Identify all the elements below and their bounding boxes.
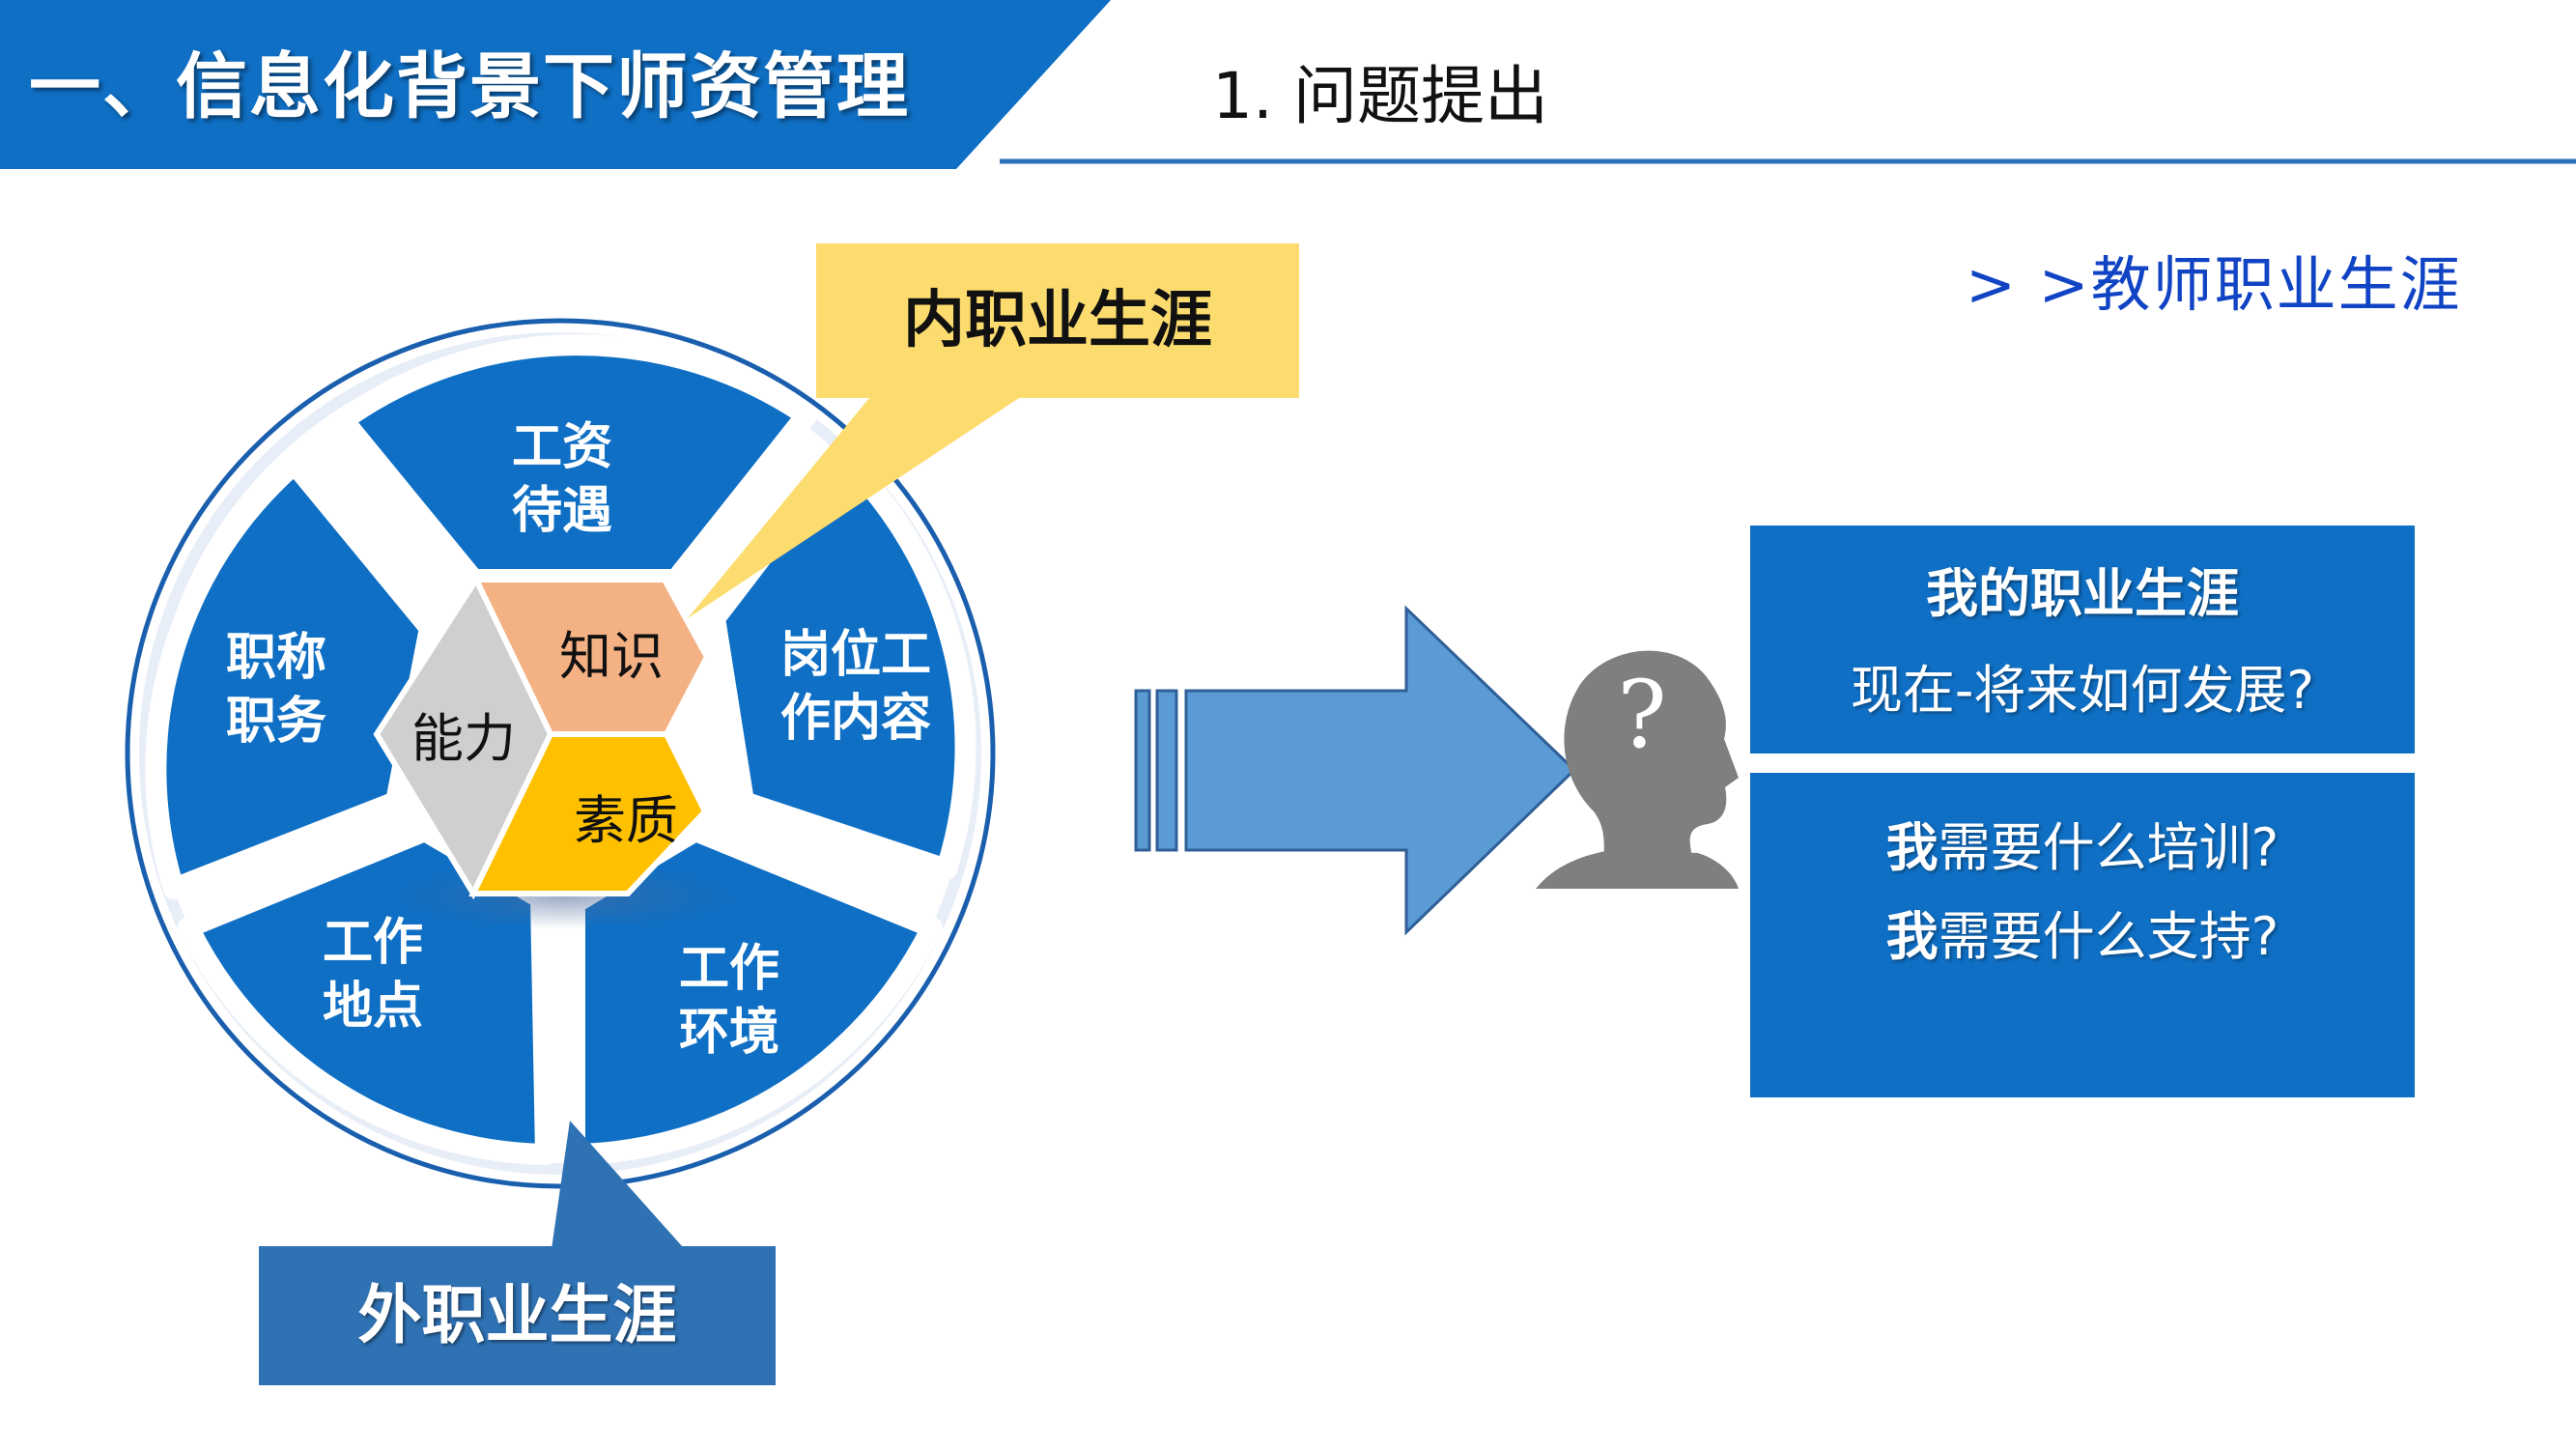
- subtopic-link[interactable]: > >教师职业生涯: [1966, 249, 2462, 320]
- inner-career-callout: [816, 243, 1299, 398]
- cube-label-knowledge: 知识: [559, 626, 664, 687]
- info-box-title: 我的职业生涯: [1926, 563, 2239, 624]
- arrow-right-icon: [1134, 605, 1577, 936]
- career-wheel: [125, 318, 996, 1189]
- callout-pointers: [551, 398, 1019, 1256]
- info-box-career: [1750, 526, 2415, 753]
- outer-career-callout: [259, 1246, 776, 1385]
- cube-face-quality: [468, 731, 709, 896]
- segment-label-job-content: 岗位工作内容: [779, 626, 931, 748]
- page-title: 一、信息化背景下师资管理: [29, 45, 910, 128]
- cube-label-ability: 能力: [411, 708, 516, 769]
- info-question-support: 我需要什么支持?: [1885, 906, 2279, 967]
- segment-label-salary: 工资待遇: [511, 418, 612, 540]
- info-question-training: 我需要什么培训?: [1885, 817, 2279, 878]
- info-box-questions: [1750, 773, 2415, 1097]
- segment-title: [145, 453, 440, 899]
- svg-text:?: ?: [1617, 661, 1666, 769]
- section-title: 1. 问题提出: [1212, 59, 1548, 133]
- inner-career-label: 内职业生涯: [903, 285, 1212, 356]
- inner-callout-pointer: [688, 398, 1019, 618]
- info-box-development: 现在-将来如何发展?: [1850, 660, 2315, 721]
- segment-salary: [332, 334, 817, 590]
- segment-label-environment: 工作环境: [678, 940, 779, 1062]
- segment-label-title: 职称职务: [225, 629, 326, 751]
- cube-label-quality: 素质: [574, 790, 678, 851]
- header-band: [0, 0, 2576, 169]
- segment-label-location: 工作地点: [322, 914, 423, 1036]
- outer-callout-pointer: [551, 1121, 691, 1256]
- header-title-band: [0, 0, 1111, 169]
- outer-career-label: 外职业生涯: [357, 1278, 677, 1352]
- person-head-question-icon: ?: [1536, 650, 1739, 889]
